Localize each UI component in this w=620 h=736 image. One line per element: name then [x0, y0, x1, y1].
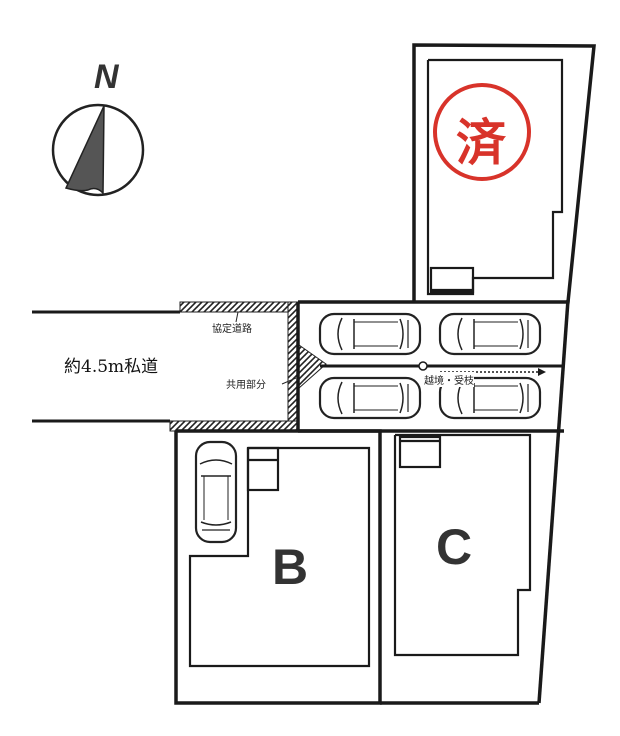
- lot-b-label: B: [272, 539, 309, 595]
- parking-space: [318, 376, 422, 420]
- lot-c-house: [393, 433, 532, 657]
- encroachment-label: 越境・受枝: [424, 372, 474, 387]
- parking-space: [194, 440, 238, 544]
- site-boundary: [174, 43, 596, 705]
- north-arrow-icon: [51, 103, 145, 197]
- agreement-road-label: 協定道路: [212, 324, 252, 335]
- private-road: [32, 310, 180, 423]
- lot-a-house: [426, 58, 564, 296]
- lot-b-house: [188, 446, 371, 668]
- parking-space: [438, 312, 542, 356]
- road-label: 約4.5m私道: [64, 357, 159, 377]
- north-label: N: [94, 58, 119, 96]
- agreement-road-boundary: [169, 301, 327, 432]
- lot-a-sold-mark: 済: [456, 114, 506, 172]
- shared-area-label: 共用部分: [226, 380, 266, 391]
- sold-stamp-icon: [433, 83, 531, 181]
- lot-c-label: C: [436, 519, 473, 575]
- parking-space: [318, 312, 422, 356]
